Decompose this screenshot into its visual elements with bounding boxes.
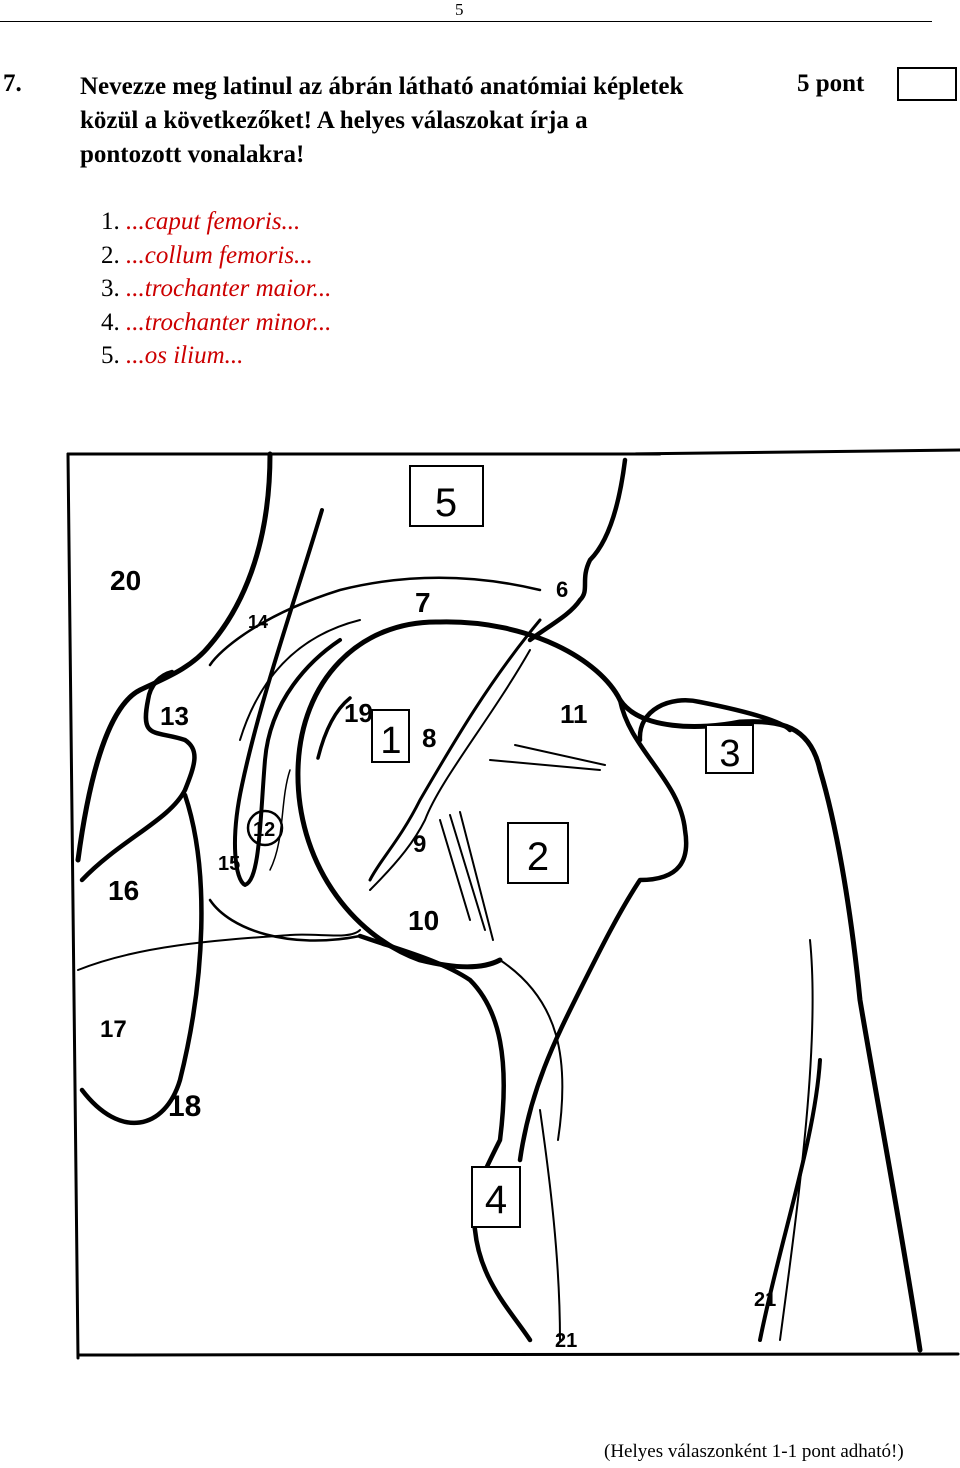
svg-text:2: 2 <box>527 835 549 879</box>
svg-text:4: 4 <box>485 1178 507 1222</box>
label-12: 12 <box>253 819 275 841</box>
acetabular-roof <box>208 576 542 667</box>
hip-joint-drawing: 5 1 3 2 4 20 6 7 14 13 19 8 11 12 <box>66 448 960 1360</box>
femur-lateral-outline <box>517 697 689 1163</box>
pelvis-line-left <box>79 669 197 883</box>
question-number: 7. <box>3 70 22 97</box>
answer-list: 1. ...caput femoris... 2. ...collum femo… <box>101 205 331 373</box>
answer-text: ...caput femoris... <box>126 208 301 235</box>
answer-text: ...os ilium... <box>126 342 244 369</box>
question-line-1: Nevezze meg latinul az ábrán látható ana… <box>80 73 684 100</box>
answer-row: 4. ...trochanter minor... <box>101 306 331 340</box>
boxed-label-1: 1 <box>371 709 410 763</box>
figure-frame-bottom <box>76 1352 960 1357</box>
neck-hatch-2 <box>449 814 486 931</box>
points-label: 5 pont <box>797 70 865 97</box>
label-17: 17 <box>100 1016 127 1043</box>
answer-number: 5. <box>101 342 120 369</box>
trochanter-top <box>637 698 793 743</box>
pubic-line <box>77 929 361 971</box>
label-20: 20 <box>110 565 141 596</box>
boxed-label-4: 4 <box>471 1166 521 1228</box>
score-box[interactable] <box>897 67 957 101</box>
shaft-line-right <box>758 1058 822 1342</box>
svg-text:3: 3 <box>719 733 740 775</box>
answer-number: 1. <box>101 208 120 235</box>
neck-hatch-5 <box>514 744 606 766</box>
hip-joint-figure: 5 1 3 2 4 20 6 7 14 13 19 8 11 12 <box>60 440 960 1370</box>
medial-femur-outline <box>499 959 564 1141</box>
answer-text: ...trochanter minor... <box>126 308 332 336</box>
answer-number: 3. <box>101 275 120 302</box>
answer-number: 4. <box>101 308 120 336</box>
ilium-outline <box>75 451 273 863</box>
label-11: 11 <box>560 699 588 729</box>
label-13: 13 <box>160 701 189 731</box>
femoral-head <box>295 619 503 970</box>
pelvis-inner-line <box>233 508 342 887</box>
neck-hatch-4 <box>489 759 601 771</box>
boxed-label-2: 2 <box>507 822 569 884</box>
question-line-2: közül a következőket! A helyes válaszoka… <box>80 107 588 134</box>
label-7: 7 <box>415 587 431 618</box>
svg-text:1: 1 <box>380 720 401 762</box>
ischium-outline <box>79 792 204 1126</box>
label-9: 9 <box>413 831 426 858</box>
acetabular-arc <box>239 619 361 741</box>
lesser-trochanter <box>357 933 533 1343</box>
acetabulum-rim <box>269 769 291 871</box>
label-18: 18 <box>168 1090 201 1123</box>
boxed-label-5: 5 <box>409 465 484 527</box>
label-21-right: 21 <box>754 1289 776 1311</box>
page-number: 5 <box>455 0 464 19</box>
trochanter-major <box>617 697 923 1353</box>
label-15: 15 <box>218 853 240 875</box>
left-small-curve <box>316 696 352 760</box>
fovea-line <box>368 618 542 882</box>
neck-inner-line <box>369 649 531 891</box>
label-8: 8 <box>422 723 436 753</box>
label-21-bottom: 21 <box>555 1330 577 1352</box>
shaft-line-left <box>539 1109 561 1341</box>
neck-hatch-3 <box>459 811 494 941</box>
acetabulum-floor <box>208 898 362 942</box>
shaft-line-mid <box>779 939 814 1341</box>
answer-text: ...collum femoris... <box>126 241 313 269</box>
header-rule <box>0 21 932 22</box>
figure-frame-top <box>66 448 960 456</box>
answer-row: 2. ...collum femoris... <box>101 239 331 273</box>
answer-row: 5. ...os ilium... <box>101 339 331 373</box>
question-text: Nevezze meg latinul az ábrán látható ana… <box>80 70 890 172</box>
label-6: 6 <box>556 577 568 602</box>
label-10: 10 <box>408 905 439 936</box>
neck-hatch-1 <box>439 819 471 921</box>
label-19: 19 <box>344 698 373 728</box>
ilium-line-5 <box>527 457 628 643</box>
boxed-label-3: 3 <box>705 724 754 775</box>
label-16: 16 <box>108 875 139 906</box>
label-14: 14 <box>248 612 268 632</box>
question-line-3: pontozott vonalakra! <box>80 141 305 168</box>
label-12-circle <box>246 809 284 847</box>
femoral-head-upper <box>437 619 623 703</box>
answer-number: 2. <box>101 241 120 269</box>
figure-frame-left <box>66 452 80 1360</box>
footer-note: (Helyes válaszonként 1-1 pont adható!) <box>604 1441 904 1462</box>
svg-text:5: 5 <box>435 481 457 525</box>
answer-text: ...trochanter maior... <box>126 275 332 302</box>
answer-row: 1. ...caput femoris... <box>101 205 331 239</box>
answer-row: 3. ...trochanter maior... <box>101 272 331 306</box>
